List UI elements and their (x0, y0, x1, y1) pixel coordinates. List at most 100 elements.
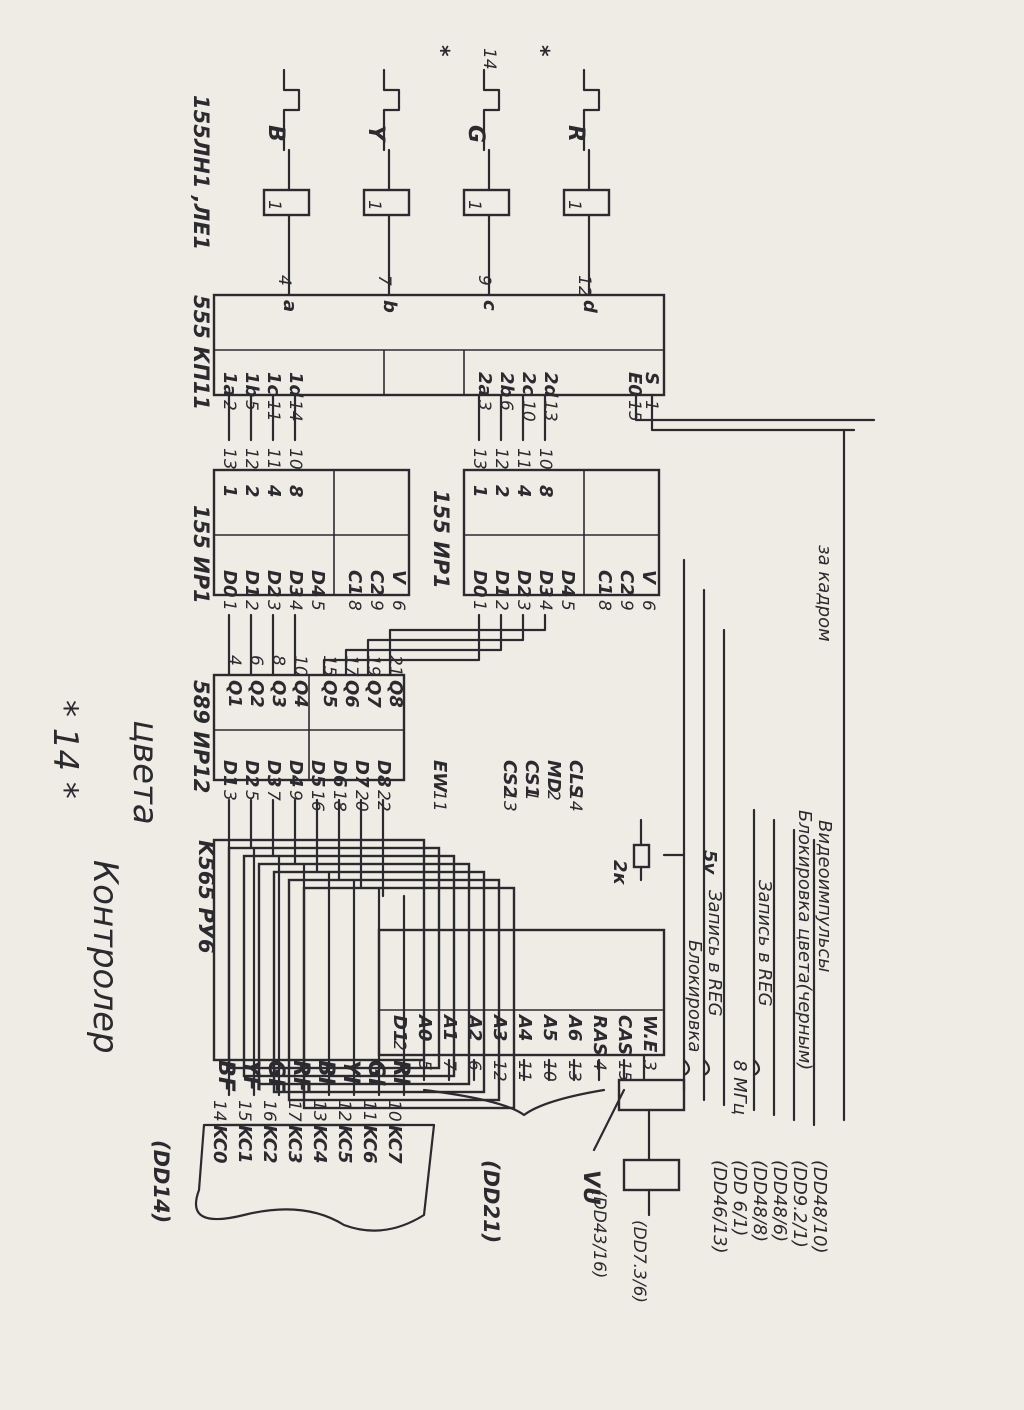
svg-text:D4: D4 (557, 570, 578, 597)
svg-text:d: d (579, 300, 600, 314)
svg-text:KC0: KC0 (209, 1125, 230, 1164)
svg-text:11: 11 (263, 400, 283, 422)
svg-text:17: 17 (284, 1100, 304, 1122)
svg-text:c: c (479, 300, 500, 311)
svg-text:14: 14 (565, 790, 585, 812)
register-1: D0 D1 D2 D3 D4 C1 C2 V 1 2 3 4 5 8 9 6 1… (212, 393, 411, 677)
svg-text:6: 6 (388, 600, 408, 611)
output-y: Y (363, 125, 388, 143)
svg-text:17: 17 (341, 655, 361, 677)
chip-label-reg1: 155 ИР1 (189, 505, 213, 604)
svg-text:1: 1 (469, 485, 490, 498)
dd21-label: (DD21) (479, 1160, 503, 1243)
svg-text:Запись в REG: Запись в REG (704, 890, 725, 1016)
svg-text:10: 10 (518, 400, 538, 422)
svg-text:1c: 1c (263, 372, 284, 396)
latch-inputs: D1 D2 D3 D4 D5 D6 D7 D8 3 5 7 9 16 18 20… (219, 760, 394, 812)
svg-text:E0: E0 (624, 372, 645, 397)
svg-text:6: 6 (246, 655, 266, 666)
svg-text:CS1: CS1 (521, 760, 542, 798)
svg-text:Q2: Q2 (246, 680, 267, 708)
svg-text:5: 5 (307, 600, 327, 611)
svg-text:D1: D1 (491, 570, 512, 597)
svg-text:8: 8 (285, 485, 306, 498)
svg-text:Q3: Q3 (268, 680, 289, 708)
svg-text:D2: D2 (263, 570, 284, 597)
svg-text:S: S (641, 372, 662, 385)
svg-text:10: 10 (384, 1100, 404, 1122)
svg-text:8: 8 (268, 655, 288, 666)
svg-text:D7: D7 (351, 760, 372, 788)
svg-text:4: 4 (513, 484, 534, 498)
svg-text:1: 1 (364, 200, 384, 211)
svg-text:Видеоимпульсы: Видеоимпульсы (814, 820, 835, 973)
svg-text:4: 4 (263, 484, 284, 498)
svg-text:RI: RI (388, 1060, 413, 1085)
svg-text:12: 12 (241, 448, 261, 470)
output-r: R (563, 125, 588, 142)
svg-text:CLS: CLS (565, 760, 586, 798)
dd14-label: (DD14) (149, 1140, 173, 1223)
svg-text:Запись в REG: Запись в REG (754, 880, 775, 1006)
svg-text:GI: GI (363, 1060, 388, 1086)
svg-text:D0: D0 (469, 570, 490, 597)
output-g: G (463, 125, 488, 143)
control-bus: Блокировка Запись в REG 8 МГц Запись в R… (682, 428, 846, 1254)
mux-555kp11: 1a 1b 1c 1d 2 5 11 14 2a 2b 2c 2d 3 6 10… (212, 275, 876, 432)
svg-text:Q1: Q1 (224, 680, 245, 708)
svg-text:Q8: Q8 (385, 680, 406, 708)
star-mark-1: * (428, 45, 453, 57)
svg-text:C1: C1 (344, 570, 365, 596)
svg-text:A1: A1 (439, 1013, 460, 1041)
svg-text:19: 19 (363, 655, 383, 677)
svg-text:13: 13 (540, 400, 560, 422)
svg-text:12: 12 (491, 448, 511, 470)
svg-text:C2: C2 (366, 570, 387, 596)
svg-text:15: 15 (624, 400, 644, 422)
svg-text:6: 6 (496, 400, 516, 411)
svg-text:1: 1 (564, 200, 584, 211)
svg-text:D3: D3 (263, 760, 284, 787)
svg-text:(DD48/8): (DD48/8) (749, 1160, 770, 1242)
svg-text:W.E: W.E (639, 1015, 660, 1053)
svg-text:Q4: Q4 (290, 680, 311, 708)
svg-text:BF: BF (213, 1060, 238, 1092)
chip-label-inverters: 155ЛН1 ,ЛЕ1 (189, 95, 213, 250)
svg-text:5: 5 (241, 790, 261, 801)
latch-ctrl: CS2 CS1 MD CLS 13 1 2 14 (499, 760, 586, 812)
svg-text:2: 2 (491, 485, 512, 498)
svg-text:10: 10 (285, 448, 305, 470)
svg-text:14: 14 (209, 1100, 229, 1122)
svg-text:5: 5 (241, 400, 261, 411)
svg-text:D2: D2 (513, 570, 534, 597)
output-b: B (263, 125, 288, 142)
chip-label-latch: 589 ИР12 (189, 680, 213, 793)
svg-text:9: 9 (474, 275, 494, 286)
supply-label: 5v (699, 850, 720, 876)
latch-589ir12: D1 D2 D3 D4 D5 D6 D7 D8 3 5 7 9 16 18 20… (212, 655, 586, 898)
svg-text:V: V (388, 570, 409, 586)
register-2: D0 D1 D2 D3 D4 C1 C2 V 1 2 3 4 5 8 9 6 1… (322, 393, 661, 677)
svg-text:Блокировка: Блокировка (684, 940, 705, 1052)
star-mark-2: * (528, 45, 553, 57)
svg-text:2: 2 (241, 600, 261, 611)
svg-text:2: 2 (241, 485, 262, 498)
svg-text:13: 13 (219, 448, 239, 470)
title-block: * 14 * Контролер цвета (45, 700, 165, 1054)
svg-text:(DD48/10): (DD48/10) (809, 1160, 830, 1254)
svg-text:(DD48/6): (DD48/6) (769, 1160, 790, 1242)
svg-text:CS2: CS2 (499, 760, 520, 798)
svg-text:D3: D3 (285, 570, 306, 597)
svg-text:4: 4 (274, 275, 294, 286)
svg-text:10: 10 (290, 655, 310, 677)
svg-text:V: V (638, 570, 659, 586)
svg-text:13: 13 (309, 1100, 329, 1122)
svg-text:7: 7 (374, 275, 394, 286)
svg-text:3: 3 (263, 600, 283, 611)
svg-text:D4: D4 (307, 570, 328, 597)
svg-text:4: 4 (224, 655, 244, 666)
svg-text:3: 3 (513, 600, 533, 611)
svg-text:A2: A2 (464, 1013, 485, 1041)
